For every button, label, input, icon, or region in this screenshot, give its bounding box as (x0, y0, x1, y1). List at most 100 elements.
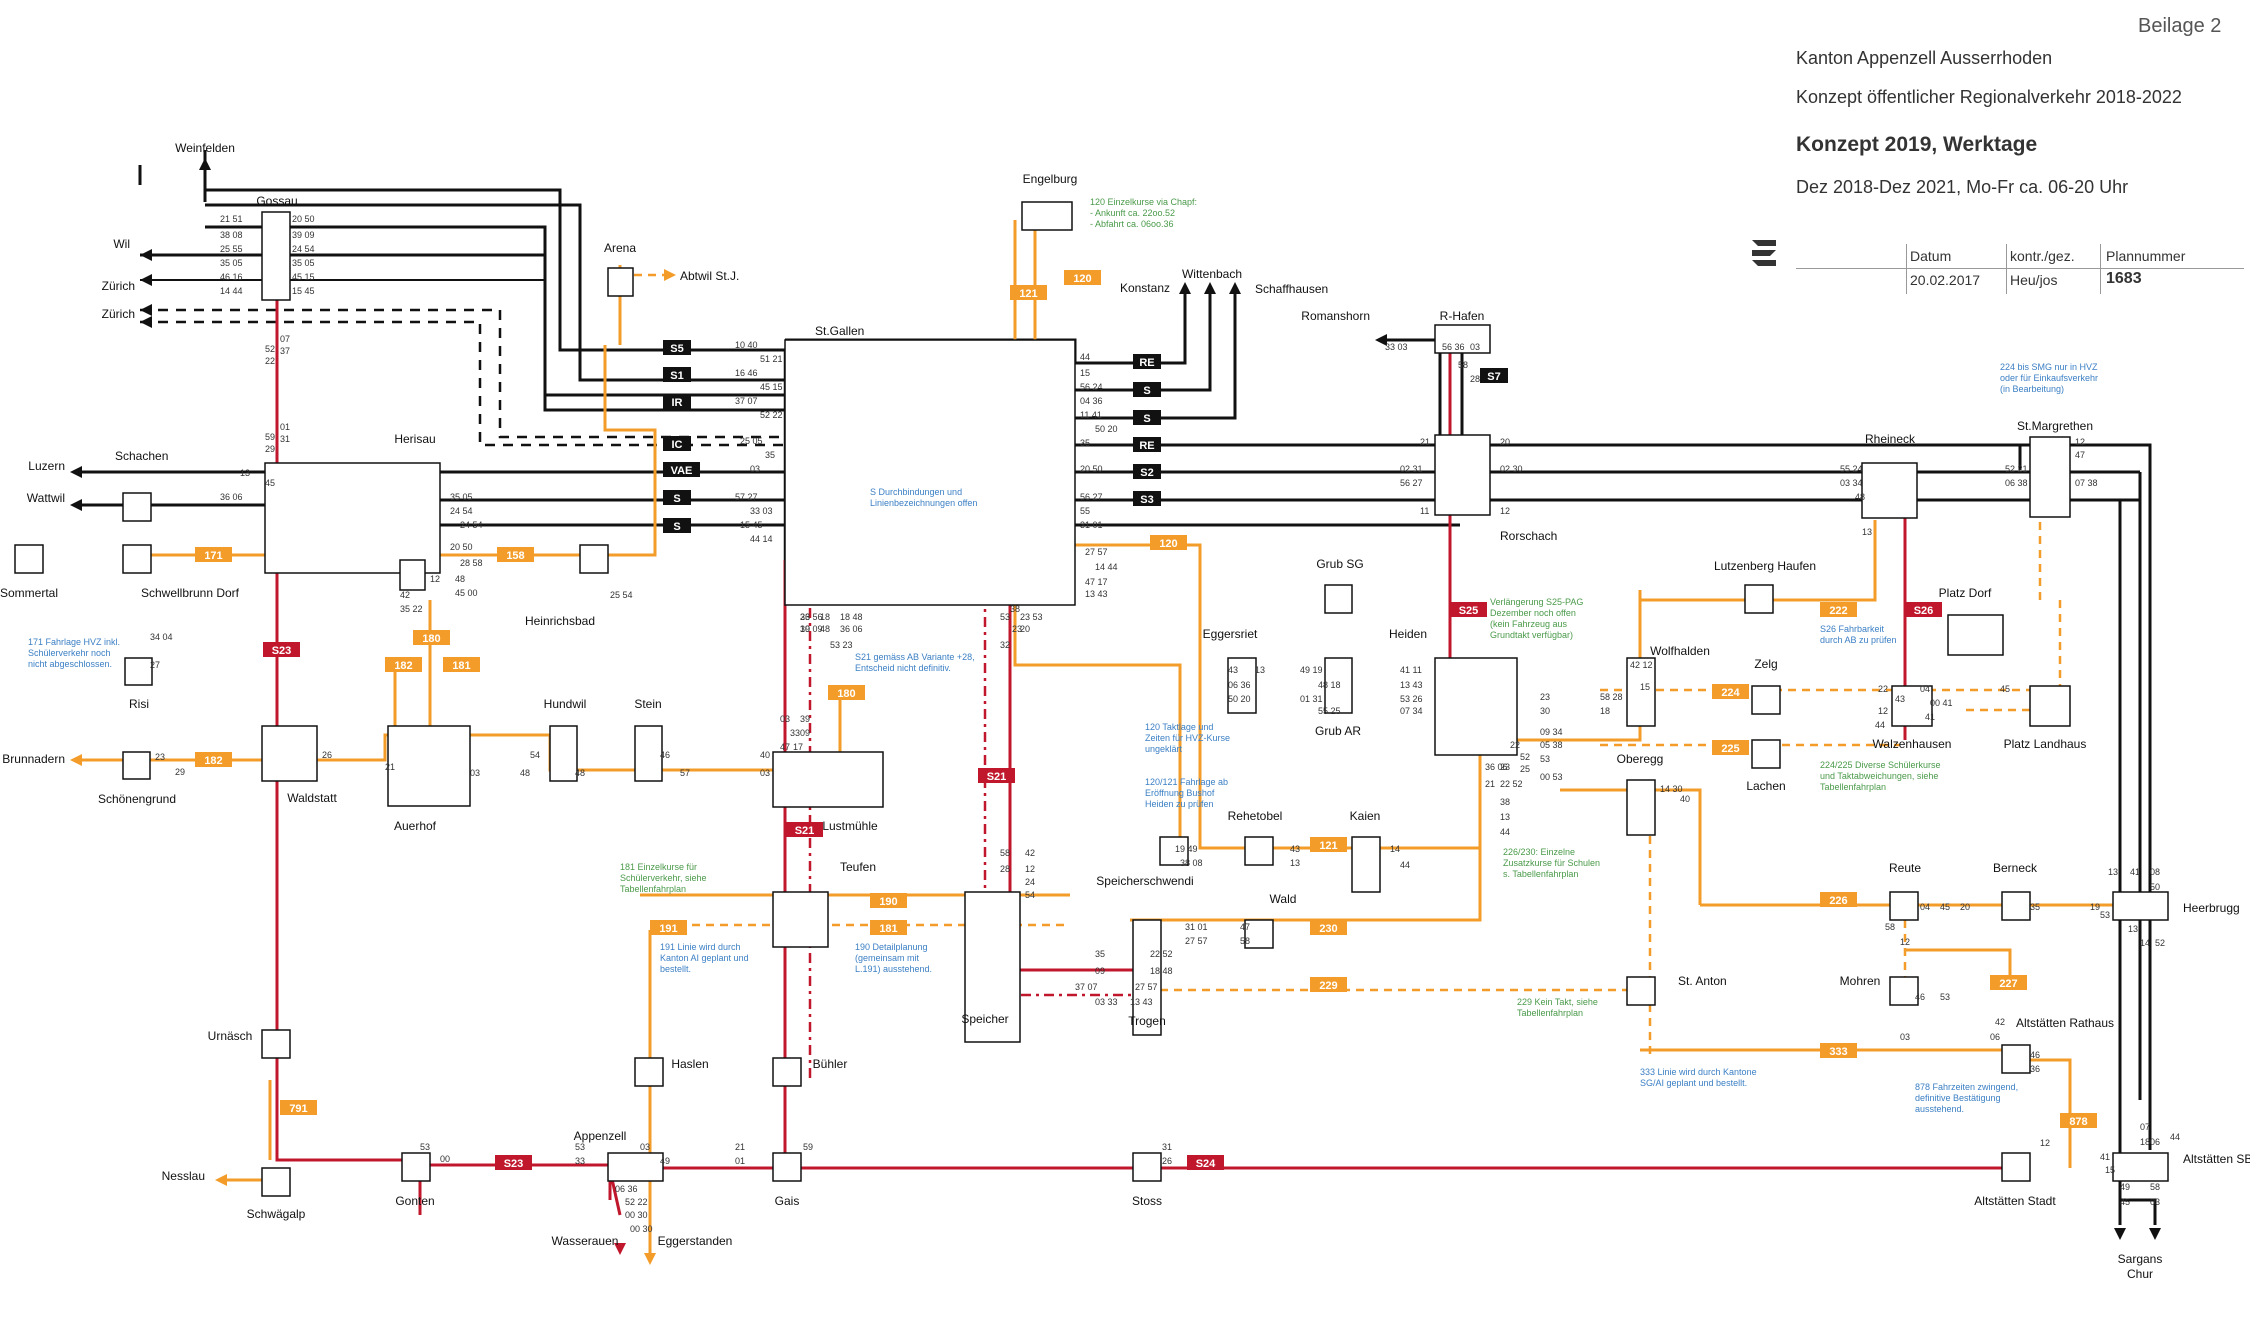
minute-label: 56 27 (1080, 492, 1103, 502)
station-berneck (2001, 891, 2031, 921)
line-tag-S21a (786, 822, 823, 837)
minute-label: 49 19 (1300, 665, 1323, 675)
station-name-gonten: Gonten (395, 1194, 434, 1208)
minute-label: 53 26 (1400, 694, 1423, 704)
arrow-nesslau-icon (215, 1174, 227, 1186)
minute-label: 33 (790, 728, 800, 738)
minute-label: 58 (1885, 922, 1895, 932)
arrow-zurich1-icon (140, 274, 152, 286)
minute-label: 21 (1485, 779, 1495, 789)
station-platzdorf (1947, 614, 2004, 656)
minute-label: 46 (2030, 1050, 2040, 1060)
arrow-zurich2-icon (140, 304, 152, 316)
minute-label: 00 41 (1930, 698, 1953, 708)
line-tag-text-L878: 878 (2069, 1116, 2087, 1128)
minute-label: 37 07 (1075, 982, 1098, 992)
minute-label: 20 (1500, 437, 1510, 447)
line-tag-text-IR: IR (672, 397, 683, 409)
line-tag-S24 (1187, 1155, 1224, 1170)
minute-label: 26 (1162, 1156, 1172, 1166)
minute-label: 03 (1470, 342, 1480, 352)
minute-label: 31 (1162, 1142, 1172, 1152)
line-tag-L333 (1820, 1043, 1857, 1058)
minute-label: 56 36 (1442, 342, 1465, 352)
line-tag-RE1 (1133, 354, 1161, 369)
minute-label: 48 (820, 624, 830, 634)
station-name-rorschach: Rorschach (1500, 529, 1557, 543)
minute-label: 30 (1540, 706, 1550, 716)
minute-label: 27 57 (1085, 547, 1108, 557)
station-name-chur: Chur (2127, 1267, 2153, 1281)
minute-label: 11 41 (1080, 410, 1102, 420)
line-tag-text-S3: S3 (1140, 494, 1153, 506)
minute-label: 18 (1600, 706, 1610, 716)
minute-label: 35 (1080, 438, 1090, 448)
line-tag-text-S21a: S21 (795, 825, 815, 837)
minute-label: 18 48 (840, 612, 863, 622)
minute-label: 53 (1540, 754, 1550, 764)
minute-label: 13 (1290, 858, 1300, 868)
line-tag-text-S7: S7 (1487, 371, 1500, 383)
minute-label: 09 (1095, 966, 1105, 976)
line-tag-text-S2: S2 (1140, 467, 1153, 479)
station-heiden (1434, 657, 1518, 756)
minute-label: 00 53 (1540, 772, 1563, 782)
line-tag-L222 (1820, 602, 1857, 617)
note-n224b: 224 bis SMG nur in HVZ (2000, 362, 2098, 372)
station-name-nesslau: Nesslau (162, 1169, 205, 1183)
line-tag-text-L230: 230 (1319, 923, 1337, 935)
minute-label: 53 (2100, 910, 2110, 920)
note-line-n120121: Heiden zu prüfen (1145, 799, 1214, 809)
minute-label: 37 07 (735, 396, 758, 406)
minute-label: 45 (2000, 684, 2010, 694)
station-name-stmargrethen: St.Margrethen (2017, 419, 2093, 433)
minute-label: 50 (2150, 882, 2160, 892)
minute-label: 07 34 (1400, 706, 1423, 716)
minute-label: 35 05 (450, 492, 473, 502)
minute-label: 01 (280, 422, 290, 432)
note-line-n190: (gemeinsam mit (855, 953, 920, 963)
minute-label: 44 (1875, 720, 1885, 730)
note-n120: 120 Einzelkurse via Chapf: (1090, 197, 1197, 207)
arrow-luzern-icon (70, 466, 82, 478)
minute-label: 39 09 (800, 624, 823, 634)
station-name-platzlandhaus: Platz Landhaus (2004, 737, 2087, 751)
minute-label: 25 54 (610, 590, 633, 600)
station-rehetobel (1244, 836, 1274, 866)
minute-label: 48 (1855, 492, 1865, 502)
station-name-romanshorn: Romanshorn (1301, 309, 1370, 323)
minute-label: 35 (765, 450, 775, 460)
minute-label: 20 (1960, 902, 1970, 912)
minute-label: 44 (1080, 352, 1090, 362)
minute-label: 13 (1500, 812, 1510, 822)
station-grubar (1324, 657, 1353, 714)
line-tag-L121b (1310, 837, 1347, 852)
minute-label: 38 (1010, 604, 1020, 614)
line-ic-dashed (140, 308, 785, 439)
minute-label: 22 52 (1150, 949, 1173, 959)
route-line (1075, 285, 1212, 392)
line-S23 (275, 290, 422, 1215)
minute-label: 23 53 (1020, 612, 1043, 622)
station-rhafen (1434, 324, 1491, 354)
note-line-nS21: Entscheid nicht definitiv. (855, 663, 951, 673)
minute-label: 23 (1012, 624, 1022, 634)
note-line-n191: Kanton AI geplant und (660, 953, 749, 963)
minute-label: 53 (1940, 992, 1950, 1002)
line-tag-text-L225: 225 (1721, 743, 1739, 755)
minute-label: 54 (1025, 890, 1035, 900)
line-tag-S_b (663, 518, 691, 533)
line-tag-text-L171: 171 (204, 550, 222, 562)
minute-label: 50 20 (1228, 694, 1251, 704)
line-tag-text-S_b: S (673, 521, 680, 533)
minute-label: 45 00 (455, 588, 478, 598)
note-line-n226: s. Tabellenfahrplan (1503, 869, 1578, 879)
note-line-n224: Tabellenfahrplan (1820, 782, 1886, 792)
station-name-reute: Reute (1889, 861, 1921, 875)
minute-label: 24 54 (450, 506, 473, 516)
minute-label: 25 55 (220, 244, 243, 254)
minute-label: 18 (820, 612, 830, 622)
station-name-berneck: Berneck (1993, 861, 2038, 875)
minute-label: 23 (1540, 692, 1550, 702)
minute-label: 15 45 (292, 286, 315, 296)
